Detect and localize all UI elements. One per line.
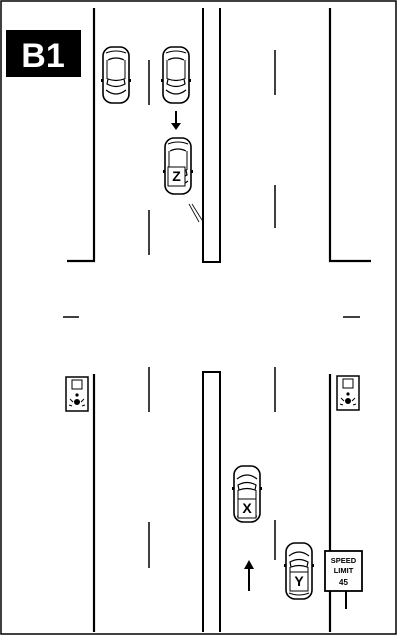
speed-limit-sign: SPEED LIMIT 45 — [324, 550, 363, 609]
direction-arrow-up — [244, 560, 254, 591]
diagram-badge: B1 — [6, 30, 81, 77]
traffic-signal-icon — [336, 375, 360, 411]
speed-sign-value: 45 — [339, 578, 348, 587]
median-south — [202, 371, 221, 632]
skid-marks — [188, 203, 200, 223]
skid-marks — [191, 203, 203, 221]
traffic-signal-icon — [65, 376, 89, 412]
car-x[interactable]: X — [231, 465, 263, 523]
badge-label: B1 — [21, 37, 64, 75]
badge-background — [6, 30, 81, 77]
medians — [202, 8, 221, 632]
lane-markings — [63, 50, 360, 568]
car-z-label: Z — [172, 168, 181, 184]
car-x-label: X — [242, 500, 252, 516]
car-z[interactable]: Z — [162, 137, 203, 223]
car-label-box — [237, 498, 257, 519]
car-label-box — [289, 571, 309, 592]
car-y[interactable]: Y — [283, 542, 315, 600]
curb-north-west — [67, 8, 96, 263]
direction-arrow-down — [171, 111, 181, 130]
car-label-box — [167, 166, 186, 187]
car-icon — [160, 46, 192, 104]
car-icon — [100, 46, 132, 104]
curb-north-east — [328, 8, 371, 263]
car-y-label: Y — [294, 573, 304, 589]
speed-sign-line2: LIMIT — [334, 566, 354, 575]
median-north — [202, 8, 221, 263]
speed-sign-line1: SPEED — [331, 556, 357, 565]
